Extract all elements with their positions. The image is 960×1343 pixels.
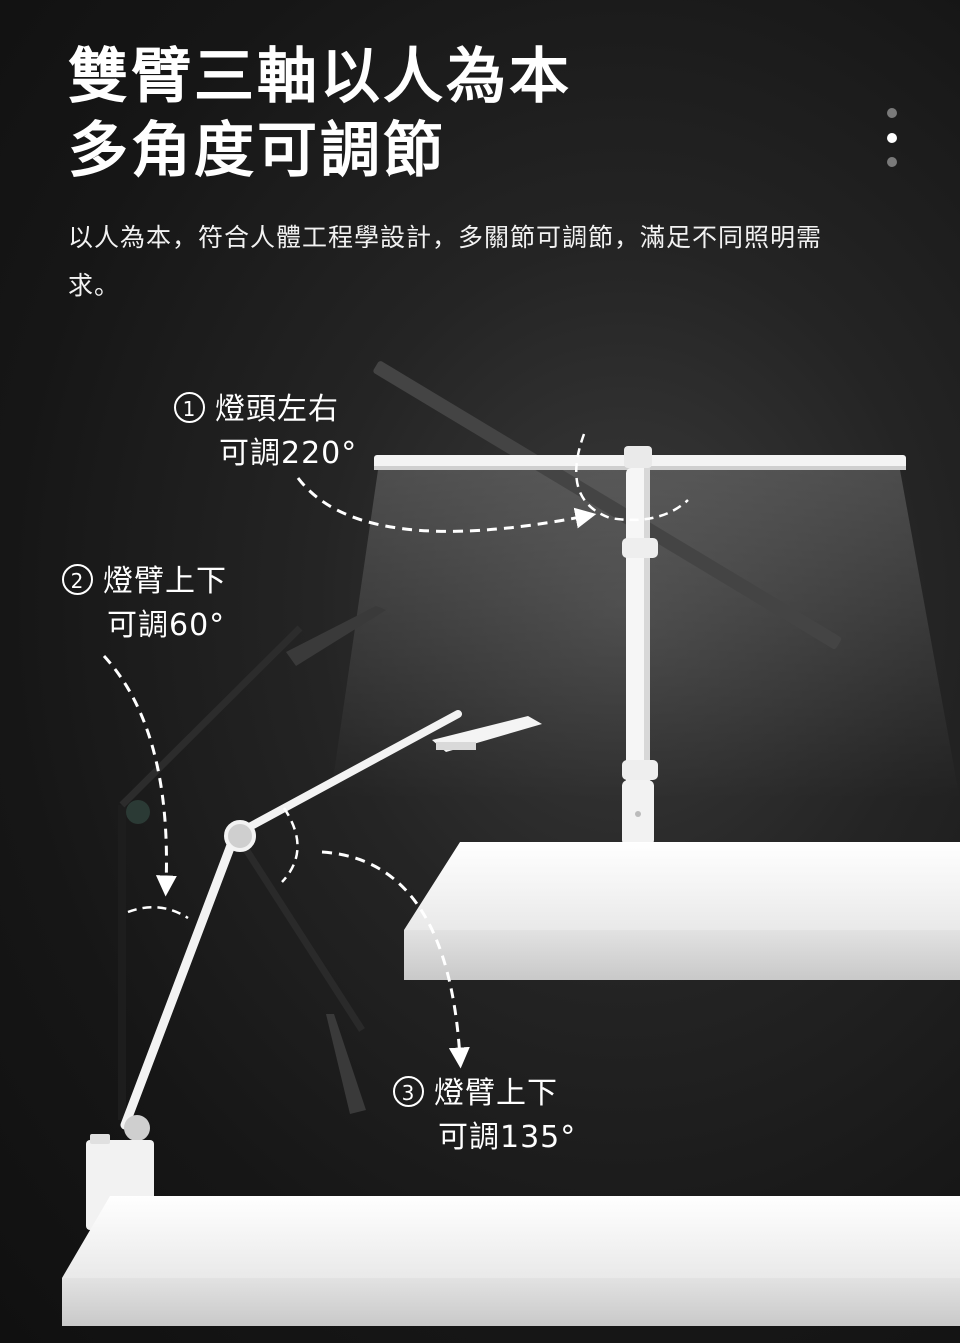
callout-number: 2 (62, 564, 93, 595)
pager-dots[interactable] (885, 105, 899, 171)
callout-detail: 可調220° (219, 436, 358, 471)
rotation-guide-head (296, 477, 597, 533)
table-top-bottom (62, 1196, 960, 1278)
table-top-right (404, 842, 960, 930)
headline: 雙臂三軸以人為本 多角度可調節 (68, 40, 572, 188)
description: 以人為本，符合人體工程學設計，多關節可調節，滿足不同照明需求。 (68, 223, 823, 300)
callout-arm-tilt-60: 2 燈臂上下 可調60° (62, 560, 227, 648)
ghost-lamp-head (373, 361, 842, 649)
headline-line-2: 多角度可調節 (68, 116, 446, 186)
table-edge-bottom (62, 1278, 960, 1326)
callout-number: 1 (174, 392, 205, 423)
headline-line-1: 雙臂三軸以人為本 (68, 42, 572, 112)
lamp-lower-arm (120, 827, 241, 1130)
callout-detail: 可調135° (438, 1120, 577, 1155)
lamp-upper-arm (236, 710, 462, 836)
callout-title: 燈臂上下 (103, 564, 227, 599)
pager-dot[interactable] (887, 108, 897, 118)
pager-dot-active[interactable] (887, 133, 897, 143)
callout-title: 燈臂上下 (434, 1076, 558, 1111)
callout-number: 3 (393, 1076, 424, 1107)
pager-dot[interactable] (887, 157, 897, 167)
table-edge-right (404, 930, 960, 980)
callout-arm-tilt-135: 3 燈臂上下 可調135° (393, 1072, 576, 1160)
callout-detail: 可調60° (107, 608, 226, 643)
rotation-guide-arm-2 (321, 850, 470, 1069)
rotation-guide-arm-1 (102, 654, 177, 897)
callout-head-rotation: 1 燈頭左右 可調220° (174, 388, 357, 476)
callout-title: 燈頭左右 (215, 392, 339, 427)
